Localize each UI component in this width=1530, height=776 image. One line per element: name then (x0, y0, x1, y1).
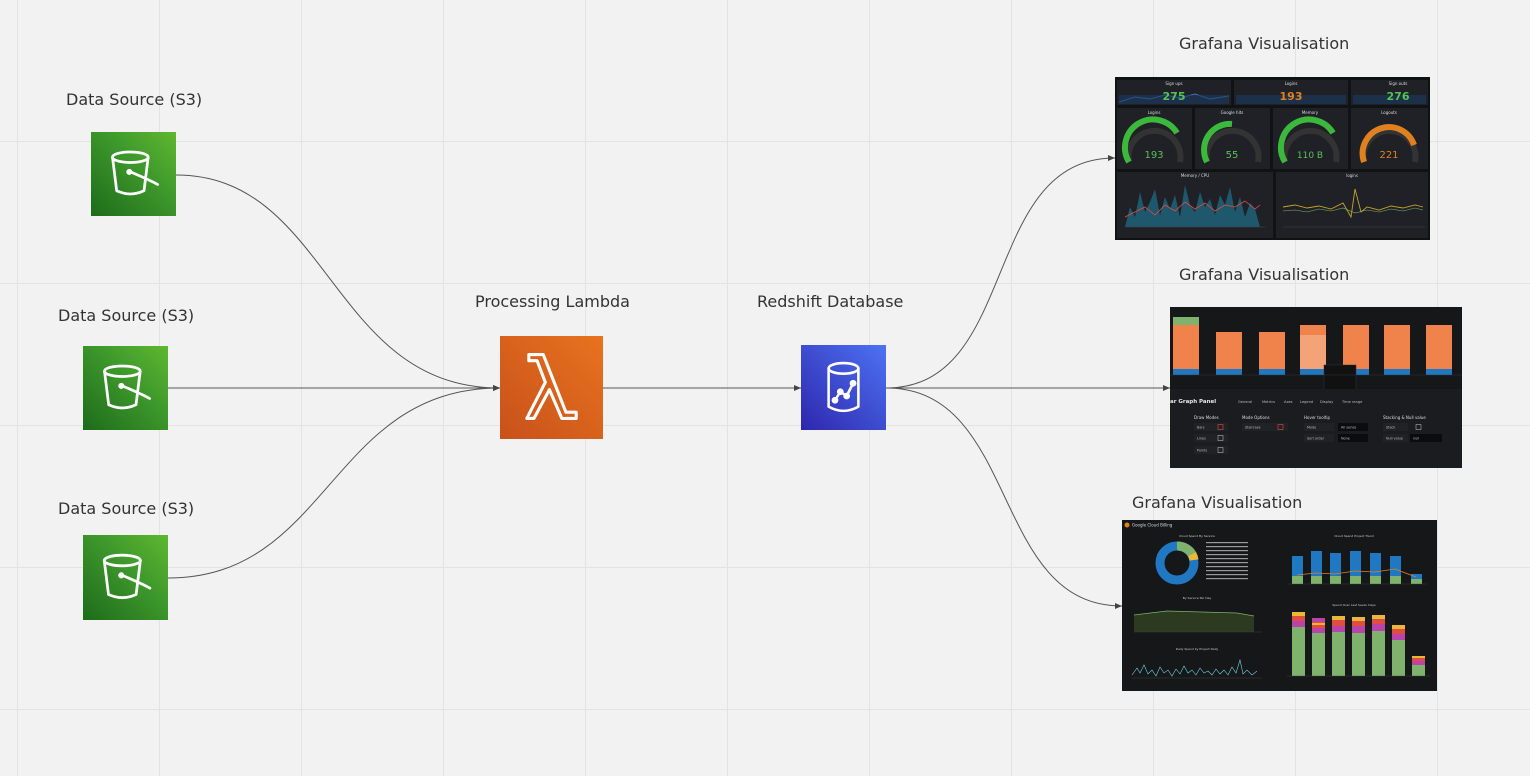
stat-signouts-value: 276 (1387, 90, 1410, 103)
stat-signouts-title: Sign outs (1389, 81, 1408, 86)
source2-label: Data Source (S3) (58, 306, 195, 325)
section-draw-modes: Draw Modes (1194, 415, 1219, 420)
svg-text:Memory: Memory (1302, 110, 1319, 115)
gauge-memory: Memory 110 B (1273, 108, 1348, 169)
stat-panel-logins: Logins 193 (1234, 80, 1348, 105)
svg-text:Spend Over Last Seven Days: Spend Over Last Seven Days (1332, 603, 1376, 607)
svg-text:Google hits: Google hits (1221, 110, 1244, 115)
svg-text:null: null (1413, 437, 1419, 441)
svg-text:By Service Per Day: By Service Per Day (1183, 596, 1212, 600)
svg-text:Logins: Logins (1148, 110, 1161, 115)
source3-label: Data Source (S3) (58, 499, 195, 518)
svg-text:55: 55 (1226, 150, 1239, 161)
svg-text:Null value: Null value (1386, 437, 1403, 441)
seven-day-stacked-chart: Spend Over Last Seven Days (1287, 603, 1430, 677)
section-stacking: Stacking & Null value (1383, 415, 1426, 420)
viz1-label: Grafana Visualisation (1179, 34, 1350, 53)
svg-text:Lines: Lines (1197, 437, 1206, 441)
svg-text:Daily Spend by Project Daily: Daily Spend by Project Daily (1176, 647, 1219, 651)
checkbox-staircase[interactable] (1277, 424, 1284, 430)
stat-panel-signouts: Sign outs 276 (1351, 80, 1428, 105)
connector-source1-lambda (175, 174, 501, 391)
tab-axes[interactable]: Axes (1284, 400, 1293, 404)
project-trend-chart: Cloud Spend Project Trend (1287, 534, 1427, 585)
svg-text:Bars: Bars (1197, 426, 1205, 430)
section-mode-options: Mode Options (1242, 415, 1270, 420)
checkbox-lines[interactable] (1217, 435, 1224, 441)
section-hover-tooltip: Hover tooltip (1304, 415, 1330, 420)
s3-bucket-icon[interactable] (91, 132, 176, 216)
stat-signups-title: Sign ups (1165, 81, 1182, 86)
redshift-icon[interactable] (801, 345, 886, 430)
stat-logins-value: 193 (1280, 90, 1303, 103)
viz2-label: Grafana Visualisation (1179, 265, 1350, 284)
donut-chart: Cloud Spend By Service (1155, 534, 1248, 585)
chart-logins: logins (1276, 172, 1428, 238)
checkbox-points[interactable] (1217, 447, 1224, 453)
checkbox-stack[interactable] (1415, 424, 1422, 430)
svg-text:110 B: 110 B (1297, 151, 1323, 161)
svg-text:Memory / CPU: Memory / CPU (1181, 173, 1209, 178)
grafana-dashboard-3: Google Cloud Billing Cloud Spend By Serv… (1122, 520, 1437, 691)
svg-text:Staircase: Staircase (1245, 426, 1261, 430)
tab-display[interactable]: Display (1320, 400, 1334, 404)
svg-text:Cloud Spend By Service: Cloud Spend By Service (1179, 534, 1215, 538)
svg-text:Logouts: Logouts (1381, 110, 1397, 115)
tab-general[interactable]: General (1238, 400, 1252, 404)
gauge-logouts: Logouts 221 (1351, 108, 1428, 169)
checkbox-bars[interactable] (1217, 424, 1224, 430)
panel-title: ar Graph Panel (1170, 399, 1216, 405)
s3-bucket-icon[interactable] (83, 535, 168, 620)
gauge-google-hits: Google hits 55 (1195, 108, 1270, 169)
grafana-dashboard-1: Sign ups 275 Logins 193 Sign outs 276 Lo… (1115, 77, 1430, 240)
connector-source3-lambda (167, 385, 501, 579)
select-null-value[interactable] (1410, 434, 1442, 442)
panel-tabs: General Metrics Axes Legend Display Time… (1238, 400, 1363, 404)
lambda-label: Processing Lambda (475, 292, 630, 311)
grafana-dashboard-2: ar Graph Panel General Metrics Axes Lege… (1170, 307, 1462, 468)
svg-text:193: 193 (1144, 150, 1163, 161)
tab-metrics[interactable]: Metrics (1262, 400, 1275, 404)
redshift-label: Redshift Database (757, 292, 904, 311)
gauge-logins: Logins 193 (1117, 108, 1192, 169)
connector-redshift-viz1 (885, 155, 1116, 389)
svg-text:All series: All series (1341, 426, 1357, 430)
svg-text:Points: Points (1197, 449, 1207, 453)
per-day-chart: By Service Per Day (1133, 596, 1262, 633)
svg-text:logins: logins (1346, 173, 1358, 178)
s3-bucket-icon[interactable] (83, 346, 168, 430)
viz3-label: Grafana Visualisation (1132, 493, 1303, 512)
stat-signups-value: 275 (1163, 90, 1186, 103)
svg-text:Cloud Spend Project Trend: Cloud Spend Project Trend (1334, 534, 1373, 538)
tab-time-range[interactable]: Time range (1341, 400, 1363, 404)
stat-panel-signups: Sign ups 275 (1117, 80, 1231, 105)
bar-chart (1170, 317, 1462, 398)
svg-text:Mode: Mode (1307, 426, 1316, 430)
svg-text:Sort order: Sort order (1307, 437, 1325, 441)
svg-text:None: None (1341, 437, 1350, 441)
chart-memory-cpu: Memory / CPU (1117, 172, 1273, 238)
stat-logins-title: Logins (1285, 81, 1298, 86)
lambda-icon[interactable] (500, 336, 603, 439)
tab-legend[interactable]: Legend (1300, 400, 1313, 404)
select-hover-mode[interactable] (1338, 423, 1368, 431)
svg-text:Stack: Stack (1386, 426, 1395, 430)
dashboard-title: Google Cloud Billing (1132, 523, 1173, 528)
source1-label: Data Source (S3) (66, 90, 203, 109)
connector-redshift-viz3 (885, 387, 1123, 609)
select-sort-order[interactable] (1338, 434, 1368, 442)
svg-text:221: 221 (1379, 150, 1398, 161)
daily-spend-chart: Daily Spend by Project Daily (1131, 647, 1262, 679)
